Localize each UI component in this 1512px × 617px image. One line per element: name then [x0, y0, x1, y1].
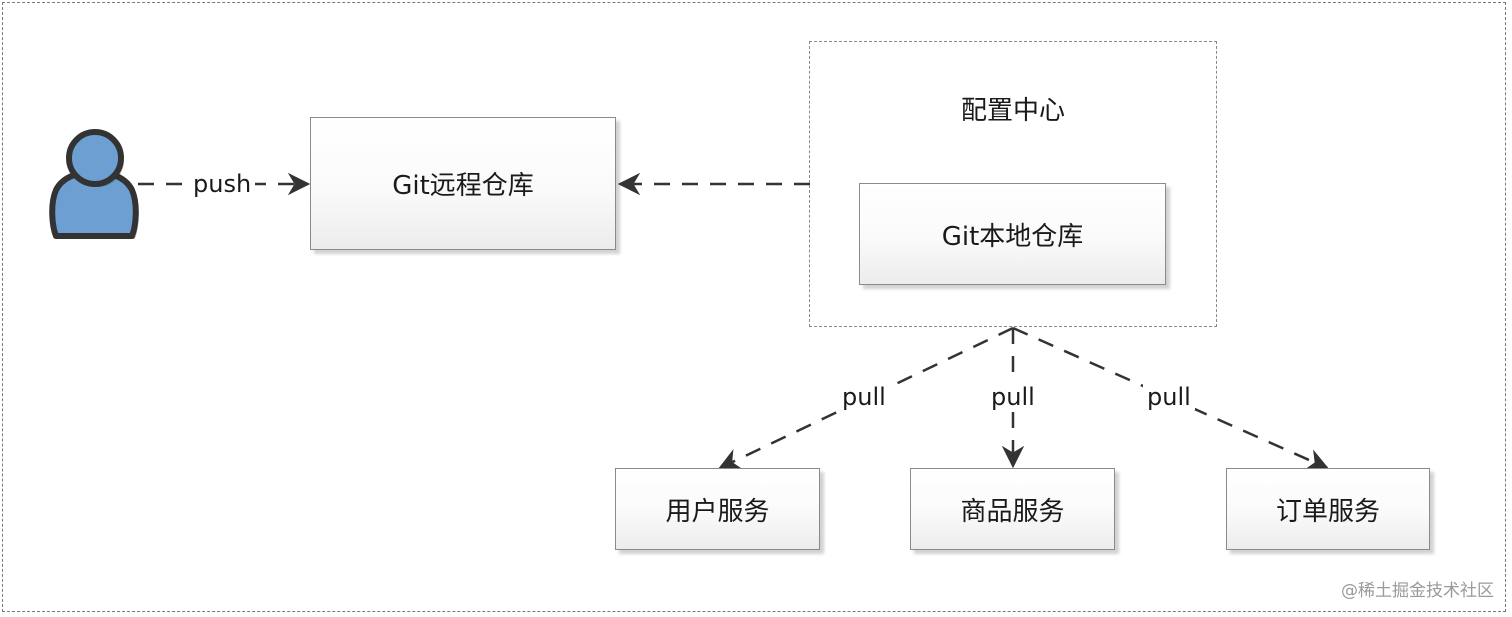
user-icon: [49, 129, 139, 239]
config-center-title: 配置中心: [960, 96, 1065, 126]
git-local-repo: Git本地仓库: [859, 183, 1166, 285]
user-service-box: 用户服务: [615, 468, 820, 550]
order-service-box: 订单服务: [1226, 468, 1430, 550]
push-label: push: [189, 171, 256, 197]
pull-label-product: pull: [987, 384, 1039, 410]
config-center-group: 配置中心: [809, 41, 1217, 327]
product-service-box: 商品服务: [910, 468, 1115, 550]
pull-label-order: pull: [1143, 384, 1195, 410]
watermark: @稀土掘金技术社区: [1341, 581, 1494, 601]
pull-label-user: pull: [838, 384, 890, 410]
git-remote-repo: Git远程仓库: [310, 117, 616, 250]
